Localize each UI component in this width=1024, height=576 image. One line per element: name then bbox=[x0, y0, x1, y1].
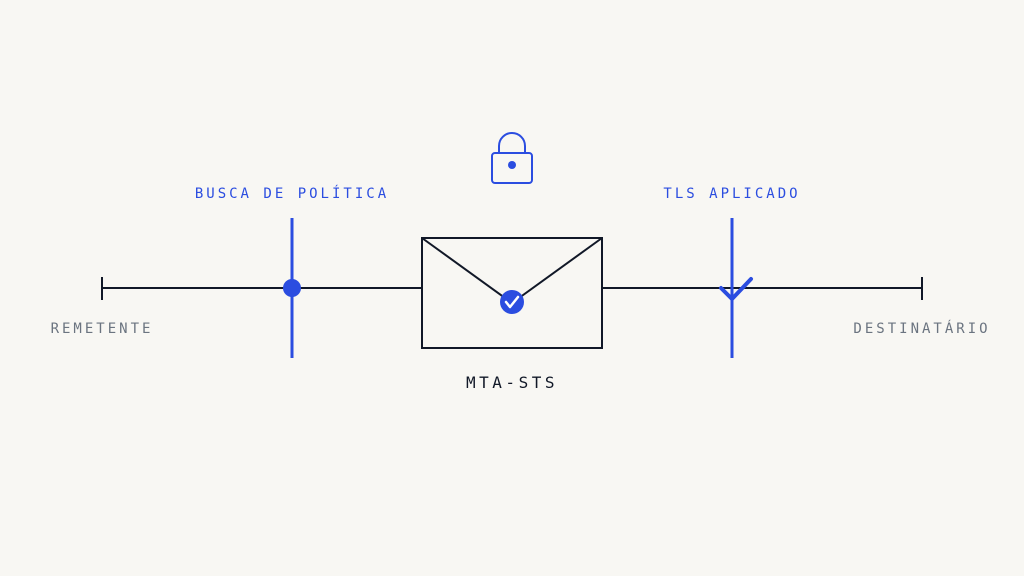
policy-lookup-label: BUSCA DE POLÍTICA bbox=[195, 185, 389, 202]
tls-enforced-label: TLS APLICADO bbox=[663, 186, 800, 202]
dot-icon bbox=[283, 279, 301, 297]
lock-body bbox=[491, 152, 533, 184]
tls-enforced-checkpoint bbox=[719, 218, 753, 358]
policy-lookup-checkpoint bbox=[283, 218, 301, 358]
mail-path bbox=[101, 277, 923, 300]
check-icon bbox=[504, 295, 520, 309]
lock-shackle bbox=[498, 132, 526, 153]
recipient-label: DESTINATÁRIO bbox=[853, 320, 990, 337]
lock-icon bbox=[491, 132, 533, 184]
check-badge bbox=[500, 290, 524, 314]
sender-label: REMETENTE bbox=[51, 321, 154, 337]
tls-check-icon bbox=[719, 277, 753, 301]
envelope-icon bbox=[421, 237, 603, 349]
lock-keyhole bbox=[508, 161, 516, 169]
protocol-label: MTA-STS bbox=[466, 373, 558, 392]
